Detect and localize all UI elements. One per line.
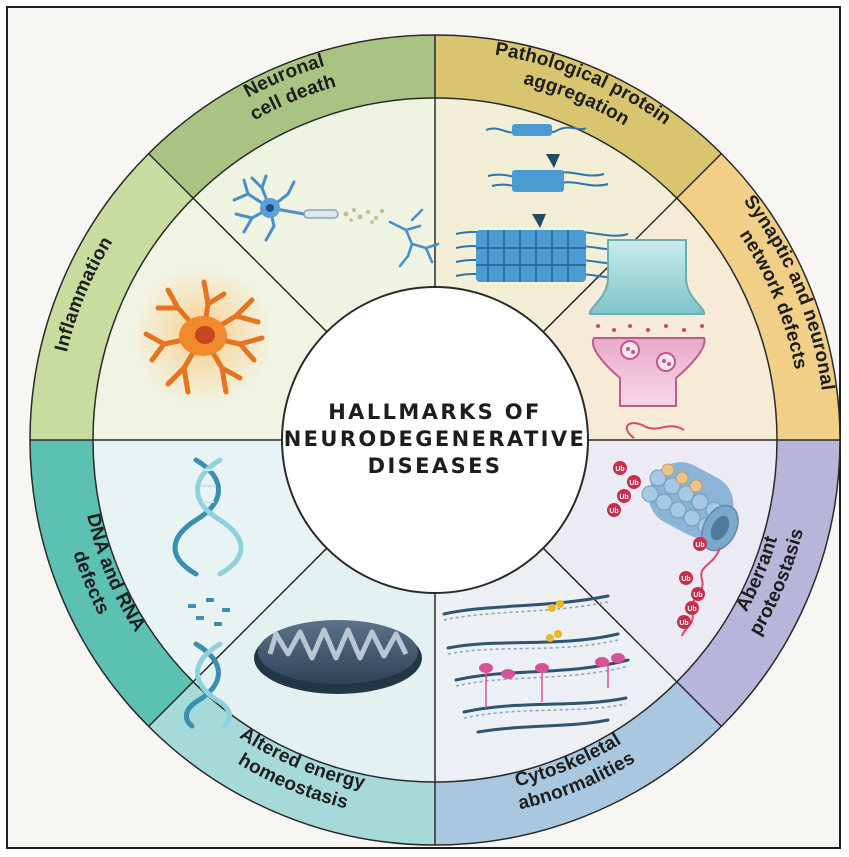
svg-text:Ub: Ub xyxy=(681,576,690,583)
segment-outer-band xyxy=(676,440,840,727)
segment-divider xyxy=(542,547,722,727)
center-title: HALLMARKS OF NEURODEGENERATIVE DISEASES xyxy=(284,400,587,478)
segment-outer-band xyxy=(30,153,194,440)
segment-outer-band xyxy=(148,35,435,199)
dna-helix-icon xyxy=(172,457,244,729)
center-title-line: HALLMARKS OF xyxy=(328,400,542,424)
cytoskeleton-filaments-icon xyxy=(442,594,630,734)
svg-text:Ub: Ub xyxy=(679,620,688,627)
synapse-icon xyxy=(588,239,706,407)
segment-outer-band xyxy=(435,35,722,199)
microglia-icon xyxy=(133,266,273,406)
hallmarks-wheel: Pathological proteinaggregationSynaptic … xyxy=(29,34,841,846)
segment-divider xyxy=(148,547,328,727)
segment-outer-band xyxy=(30,440,194,727)
segment-outer-band xyxy=(676,153,840,440)
svg-text:Ub: Ub xyxy=(629,480,638,487)
svg-text:Ub: Ub xyxy=(615,466,624,473)
segment-inner-panel xyxy=(543,198,777,440)
segment-outer-band xyxy=(148,681,435,845)
mitochondrion-icon xyxy=(254,620,422,694)
center-circle xyxy=(281,286,589,594)
svg-text:Ub: Ub xyxy=(619,494,628,501)
svg-text:Ub: Ub xyxy=(693,592,702,599)
neuron-icon xyxy=(232,174,440,268)
wheel-ring xyxy=(29,34,841,846)
center-title-line: NEURODEGENERATIVE xyxy=(284,427,587,451)
svg-text:Ub: Ub xyxy=(687,606,696,613)
svg-text:Ub: Ub xyxy=(695,542,704,549)
svg-text:Ub: Ub xyxy=(609,508,618,515)
center-title-line: DISEASES xyxy=(368,454,503,478)
segment-outer-band xyxy=(435,681,722,845)
segment-divider xyxy=(148,153,328,333)
segment-inner-panel xyxy=(93,440,327,682)
proteasome-ubiquitin-icon: Ub Ub Ub Ub Ub Ub Ub Ub Ub xyxy=(607,422,739,637)
wheel-ring xyxy=(92,97,778,783)
